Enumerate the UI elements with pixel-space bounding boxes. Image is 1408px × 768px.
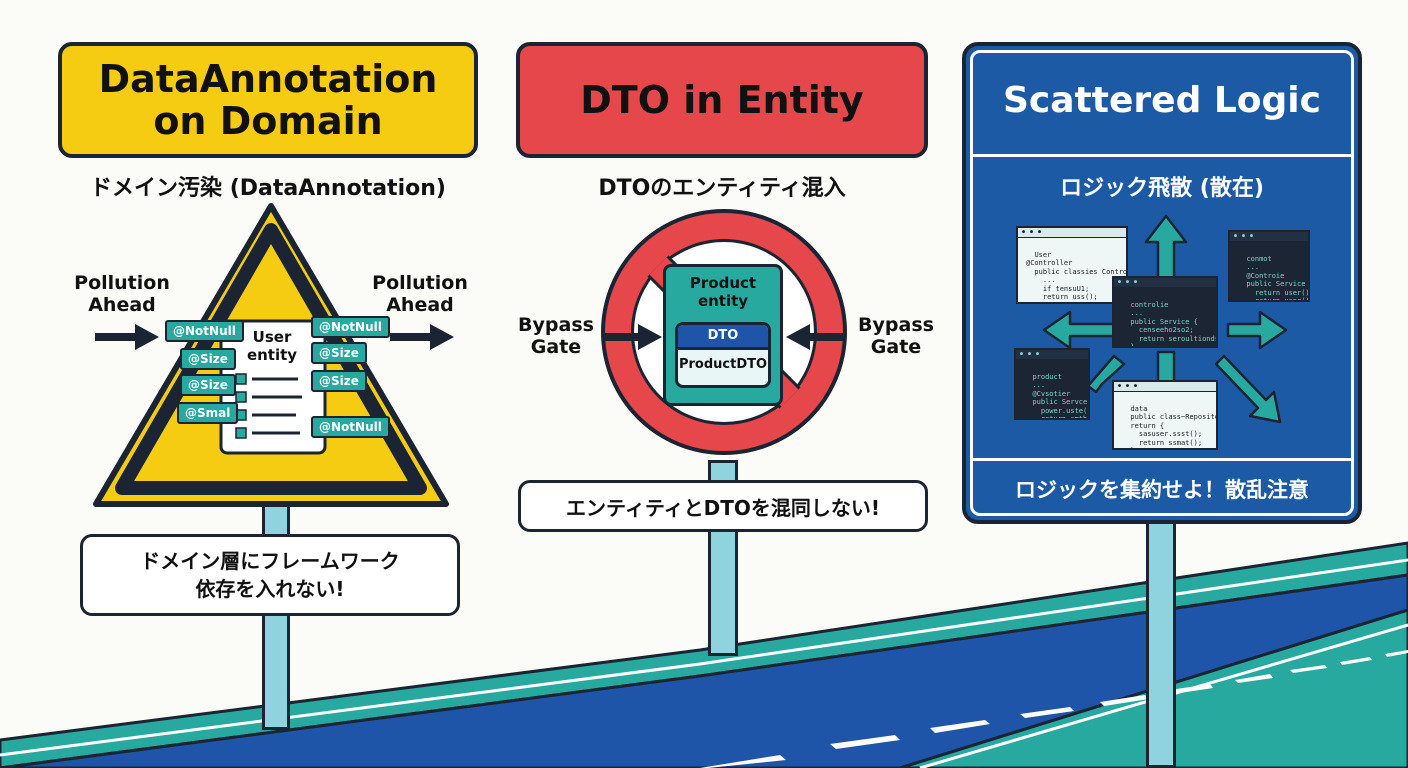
code-text: controlie ... public Service { censeeho2… xyxy=(1130,300,1218,348)
arrow-left-icon xyxy=(786,324,844,350)
annotation-tag: @Size xyxy=(180,374,236,396)
product-entity-label: Product entity xyxy=(689,274,757,310)
arrow-right-icon xyxy=(95,324,159,350)
scatter-arrows xyxy=(1042,214,1288,424)
code-window: ● ● ●product ... @Cvsotier public Servce… xyxy=(1014,348,1090,420)
annotation-tag: @Smal xyxy=(177,402,239,424)
code-text: User @Controller public classies Control… xyxy=(1026,250,1128,303)
arrow-up-icon xyxy=(1144,214,1188,280)
right-pollution-label: Pollution Ahead xyxy=(372,272,468,316)
right-title: Scattered Logic xyxy=(1003,80,1321,121)
annotation-tag: @Size xyxy=(311,342,367,364)
code-text: data public class~Repository { return { … xyxy=(1130,404,1216,449)
arrow-right-icon xyxy=(390,324,454,350)
arrow-left-icon xyxy=(1042,310,1118,350)
left-bypass-label: Bypass Gate xyxy=(518,314,594,358)
left-subtitle: ドメイン汚染 (DataAnnotation) xyxy=(90,176,446,201)
left-title-line1: DataAnnotation xyxy=(98,57,438,101)
left-note-box: ドメイン層にフレームワーク 依存を入れない! xyxy=(80,534,460,616)
annotation-tag: @Size xyxy=(180,348,236,370)
code-window: ● ● ●conmot ... @Controie public Service… xyxy=(1228,230,1310,302)
code-window: ● ● ●data public class~Repository { retu… xyxy=(1112,380,1218,450)
arrow-down-right-icon xyxy=(1214,354,1282,424)
code-text: product ... @Cvsotier public Servce { po… xyxy=(1032,372,1088,420)
right-sign-divider xyxy=(970,154,1354,157)
right-sign-pole xyxy=(1146,520,1176,768)
arrow-down-icon xyxy=(1156,350,1176,384)
code-window: ● ● ●controlie ... public Service { cens… xyxy=(1112,276,1218,348)
left-note-line1: ドメイン層にフレームワーク xyxy=(140,549,400,573)
user-entity-label: User entity xyxy=(246,328,298,364)
right-subtitle: ロジック飛散 (散在) xyxy=(1060,176,1264,201)
annotation-tag: @Size xyxy=(311,370,367,392)
annotation-tag: @NotNull xyxy=(165,320,244,342)
lane-dashes xyxy=(700,650,1408,768)
left-title-line2: on Domain xyxy=(153,99,383,143)
annotation-tag: @NotNull xyxy=(311,316,390,338)
middle-title: DTO in Entity xyxy=(580,78,864,122)
middle-subtitle: DTOのエンティティ混入 xyxy=(598,176,846,201)
left-note-line2: 依存を入れない! xyxy=(195,577,345,601)
dto-card: DTO ProductDTO xyxy=(675,322,771,388)
right-sign-divider xyxy=(970,458,1354,461)
arrow-down-left-icon xyxy=(1086,354,1126,394)
road-asphalt xyxy=(0,573,1408,768)
code-window: ● ● ●User @Controller public classies Co… xyxy=(1016,226,1128,304)
code-text: conmot ... @Controie public Service { re… xyxy=(1246,254,1310,302)
left-pollution-label: Pollution Ahead xyxy=(74,272,170,316)
middle-title-sign: DTO in Entity xyxy=(516,42,928,158)
right-footer: ロジックを集約せよ！散乱注意 xyxy=(1015,478,1309,502)
right-bypass-label: Bypass Gate xyxy=(858,314,934,358)
annotation-tag: @NotNull xyxy=(311,416,390,438)
road-verge-upper xyxy=(0,541,1408,768)
arrow-right-icon xyxy=(604,324,662,350)
left-title-sign: DataAnnotation on Domain xyxy=(58,42,478,158)
right-sign-inner-border xyxy=(970,50,1354,516)
middle-note: エンティティとDTOを混同しない! xyxy=(566,495,880,520)
dto-value: ProductDTO xyxy=(678,357,768,372)
arrow-right-icon xyxy=(1226,310,1288,350)
dto-header: DTO xyxy=(678,325,768,350)
middle-note-box: エンティティとDTOを混同しない! xyxy=(518,480,928,532)
